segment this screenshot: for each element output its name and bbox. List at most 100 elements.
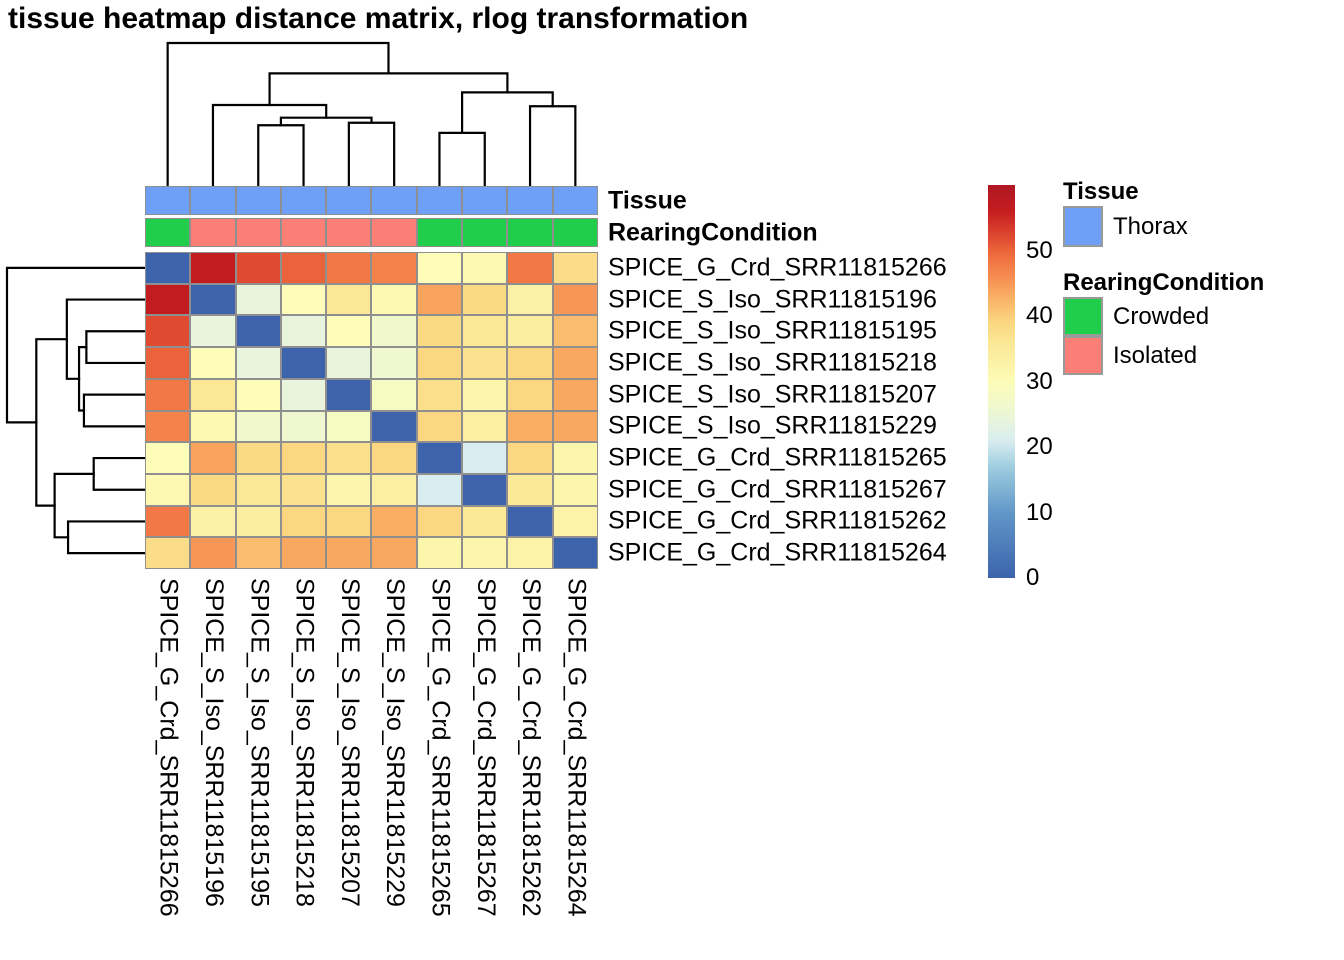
tissue-annotation-cell — [280, 186, 327, 215]
heatmap-cell — [235, 252, 281, 284]
legend-swatch — [1063, 336, 1103, 375]
dendrogram-branch — [461, 91, 554, 134]
legend-item: Thorax — [1063, 206, 1343, 247]
tissue-annotation-cell — [371, 186, 417, 215]
heatmap-cell — [552, 252, 598, 284]
row-label: SPICE_G_Crd_SRR11815264 — [608, 538, 947, 567]
heatmap-cell — [280, 442, 327, 474]
heatmap-cell — [145, 378, 191, 411]
column-label: SPICE_S_Iso_SRR11815229 — [381, 578, 410, 907]
heatmap-cell — [507, 473, 553, 506]
dendrogram-branch — [82, 393, 145, 428]
heatmap-cell — [326, 537, 372, 569]
heatmap-cell — [190, 410, 236, 443]
tissue-annotation-title: Tissue — [608, 186, 687, 215]
heatmap-cell — [552, 315, 598, 348]
heatmap-cell — [462, 442, 508, 474]
heatmap-cell — [235, 378, 281, 411]
tissue-annotation-cell — [145, 186, 191, 215]
tissue-annotation-cell — [326, 186, 372, 215]
heatmap-cell — [371, 315, 417, 348]
heatmap-cell — [145, 537, 191, 569]
color-scale-tick-label: 40 — [1026, 302, 1053, 329]
heatmap-cell — [371, 505, 417, 538]
heatmap-cell — [552, 347, 598, 379]
rearing-condition-annotation-cell — [280, 218, 327, 247]
dendrogram-branch — [53, 472, 95, 539]
heatmap-cell — [235, 442, 281, 474]
rearing-condition-annotation-cell — [145, 218, 191, 247]
heatmap-cell — [280, 537, 327, 569]
heatmap-cell — [462, 252, 508, 284]
heatmap-cell — [416, 537, 463, 569]
row-label: SPICE_S_Iso_SRR11815195 — [608, 316, 937, 345]
heatmap-cell — [190, 315, 236, 348]
heatmap-cell — [416, 283, 463, 316]
heatmap-cell — [552, 442, 598, 474]
color-scale-tick-label: 0 — [1026, 564, 1040, 591]
heatmap-cell — [190, 442, 236, 474]
dendrogram-branch — [85, 330, 145, 365]
column-label: SPICE_S_Iso_SRR11815207 — [335, 578, 364, 907]
heatmap-cell — [507, 442, 553, 474]
legend-tissue-items: Thorax — [1063, 206, 1343, 247]
heatmap-cell — [462, 410, 508, 443]
heatmap-cell — [145, 347, 191, 379]
row-label: SPICE_G_Crd_SRR11815262 — [608, 506, 947, 535]
color-scale-tick-label: 50 — [1026, 236, 1053, 264]
heatmap-cell — [552, 505, 598, 538]
dendrogram-branch — [257, 124, 305, 187]
tissue-annotation-bar — [145, 186, 598, 215]
heatmap-cell — [371, 442, 417, 474]
heatmap-cell — [280, 347, 327, 379]
column-dendrogram — [166, 41, 577, 187]
heatmap-cell — [326, 505, 372, 538]
column-label: SPICE_G_Crd_SRR11815262 — [517, 578, 546, 917]
tissue-annotation-cell — [416, 186, 463, 215]
heatmap-cell — [552, 410, 598, 443]
legend-rearing-header: RearingCondition — [1063, 269, 1265, 296]
row-label: SPICE_S_Iso_SRR11815218 — [608, 348, 937, 377]
heatmap-cell — [145, 283, 191, 316]
column-label: SPICE_S_Iso_SRR11815195 — [245, 578, 274, 907]
dendrogram-branch — [5, 266, 145, 424]
heatmap-cell — [552, 283, 598, 316]
legend-swatch — [1063, 206, 1103, 247]
heatmap-cell — [145, 442, 191, 474]
heatmap-cell — [552, 378, 598, 411]
heatmap-cell — [371, 283, 417, 316]
rearing-condition-annotation-cell — [507, 218, 553, 247]
heatmap-cell — [371, 537, 417, 569]
heatmap-cell — [462, 378, 508, 411]
legend-item: Crowded — [1063, 297, 1343, 336]
heatmap-cell — [145, 505, 191, 538]
tissue-annotation-cell — [552, 186, 598, 215]
legend-swatch — [1063, 297, 1103, 336]
heatmap-cell — [280, 315, 327, 348]
heatmap-cell — [416, 347, 463, 379]
tissue-annotation-cell — [235, 186, 281, 215]
row-label: SPICE_S_Iso_SRR11815207 — [608, 380, 937, 409]
column-label: SPICE_G_Crd_SRR11815266 — [154, 578, 183, 917]
heatmap-cell — [416, 252, 463, 284]
column-label: SPICE_S_Iso_SRR11815218 — [290, 578, 319, 907]
heatmap-cell — [507, 410, 553, 443]
rearing-condition-annotation-bar — [145, 218, 598, 247]
page-title: tissue heatmap distance matrix, rlog tra… — [8, 2, 749, 35]
heatmap-cell — [280, 378, 327, 411]
legend-item-label: Isolated — [1113, 341, 1198, 369]
rearing-condition-annotation-cell — [416, 218, 463, 247]
heatmap-cell — [462, 537, 508, 569]
row-dendrogram — [5, 266, 145, 555]
heatmap-cell — [326, 347, 372, 379]
dendrogram-branch — [268, 72, 509, 107]
row-label: SPICE_G_Crd_SRR11815266 — [608, 253, 947, 282]
heatmap-cell — [507, 283, 553, 316]
rearing-condition-annotation-cell — [462, 218, 508, 247]
row-label: SPICE_S_Iso_SRR11815196 — [608, 285, 937, 314]
rearing-condition-annotation-cell — [552, 218, 598, 247]
heatmap-cell — [326, 410, 372, 443]
column-label: SPICE_G_Crd_SRR11815265 — [426, 578, 455, 917]
